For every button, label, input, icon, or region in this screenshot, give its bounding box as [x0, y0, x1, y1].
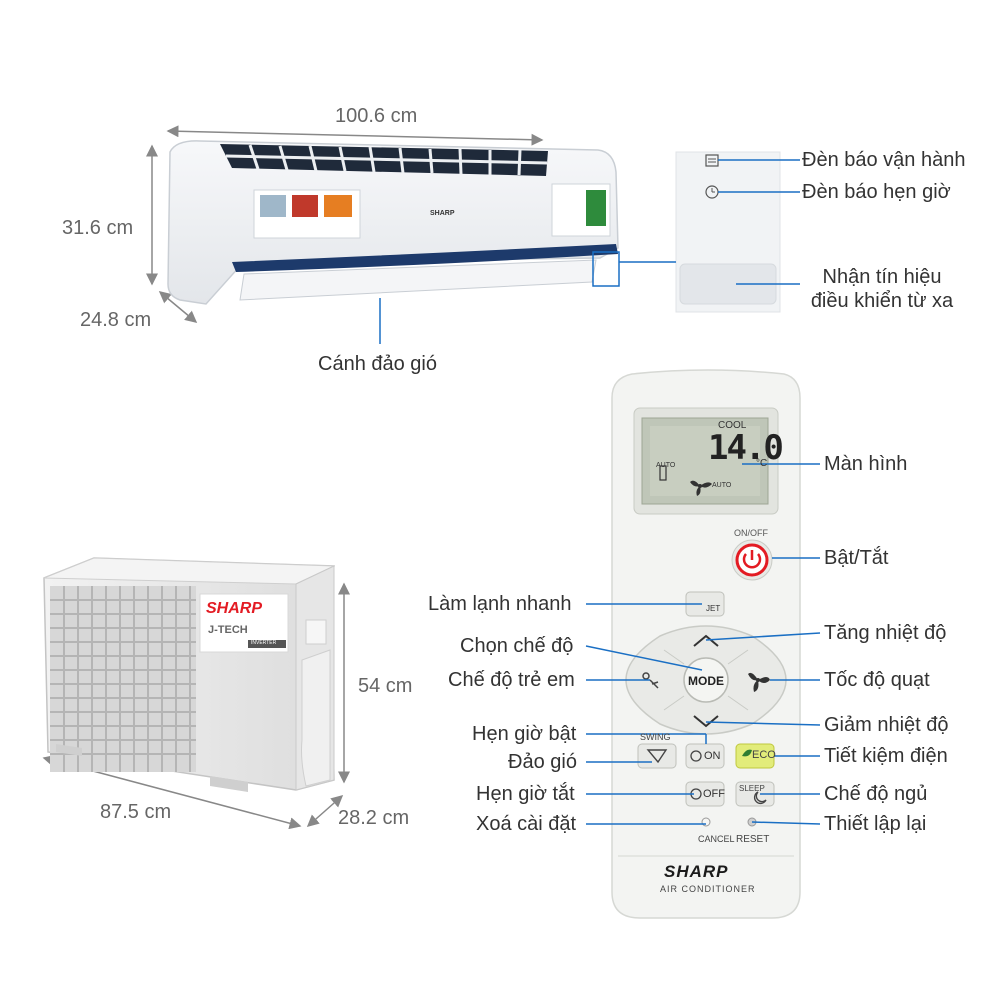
on-off-print: ON/OFF: [734, 528, 768, 538]
screen-label: Màn hình: [824, 453, 908, 475]
mode-select-label: Chọn chế độ: [460, 635, 574, 657]
child-mode-label: Chế độ trẻ em: [448, 669, 575, 691]
outdoor-height-label: 54 cm: [358, 675, 413, 697]
lcd-auto-fan: AUTO: [712, 482, 732, 489]
mode-button-text[interactable]: MODE: [688, 674, 724, 688]
indoor-depth-label: 24.8 cm: [80, 309, 152, 331]
reset-setting-label: Thiết lập lại: [824, 813, 927, 835]
on-button-text[interactable]: ON: [704, 750, 721, 762]
reset-print: RESET: [736, 834, 770, 845]
indoor-width-label: 100.6 cm: [335, 105, 418, 127]
off-button-text[interactable]: OFF: [703, 788, 725, 800]
sleep-button-text[interactable]: SLEEP: [739, 784, 765, 793]
outdoor-width-label: 87.5 cm: [100, 801, 172, 823]
remote-receiver-label: Nhận tín hiệu điều khiển từ xa: [810, 266, 954, 312]
louver-label: Cánh đảo gió: [318, 353, 437, 375]
leader-lines: [379, 159, 821, 825]
temp-up-label: Tăng nhiệt độ: [824, 622, 947, 644]
lcd-auto-mode: AUTO: [656, 462, 676, 469]
swing-print: SWING: [640, 732, 671, 742]
fan-speed-label: Tốc độ quạt: [824, 669, 930, 691]
indicator-panel: [675, 151, 781, 313]
eco-label: Tiết kiệm điện: [824, 745, 948, 767]
indoor-unit: [167, 140, 620, 305]
outdoor-line: J-TECH: [208, 624, 248, 636]
outdoor-depth-label: 28.2 cm: [338, 807, 410, 829]
jet-button-text[interactable]: JET: [706, 604, 721, 613]
power-button[interactable]: [732, 540, 772, 580]
lcd-temperature: 14.0: [708, 428, 784, 468]
temp-down-label: Giảm nhiệt độ: [824, 714, 949, 736]
eco-button-text[interactable]: ECO: [752, 749, 776, 761]
outdoor-inverter-tag: INVERTER: [251, 640, 277, 646]
jet-label: Làm lạnh nhanh: [428, 593, 572, 615]
timer-light-label: Đèn báo hẹn giờ: [802, 181, 951, 203]
indoor-brand: SHARP: [430, 210, 455, 217]
remote-product-text: AIR CONDITIONER: [660, 884, 756, 894]
power-label: Bật/Tắt: [824, 547, 889, 569]
indoor-height-label: 31.6 cm: [62, 217, 134, 239]
cancel-print: CANCEL: [698, 834, 735, 844]
outdoor-brand: SHARP: [206, 600, 263, 617]
remote-brand: SHARP: [664, 862, 729, 881]
cancel-setting-label: Xoá cài đặt: [476, 813, 577, 835]
operation-light-label: Đèn báo vận hành: [802, 149, 966, 171]
lcd-mode-text: COOL: [718, 420, 747, 431]
sleep-label: Chế độ ngủ: [824, 783, 928, 805]
outdoor-unit: [43, 557, 335, 792]
swing-label: Đảo gió: [508, 751, 577, 773]
timer-off-label: Hẹn giờ tắt: [476, 783, 575, 805]
lcd-unit: °C: [756, 458, 768, 469]
timer-on-label: Hẹn giờ bật: [472, 723, 577, 745]
